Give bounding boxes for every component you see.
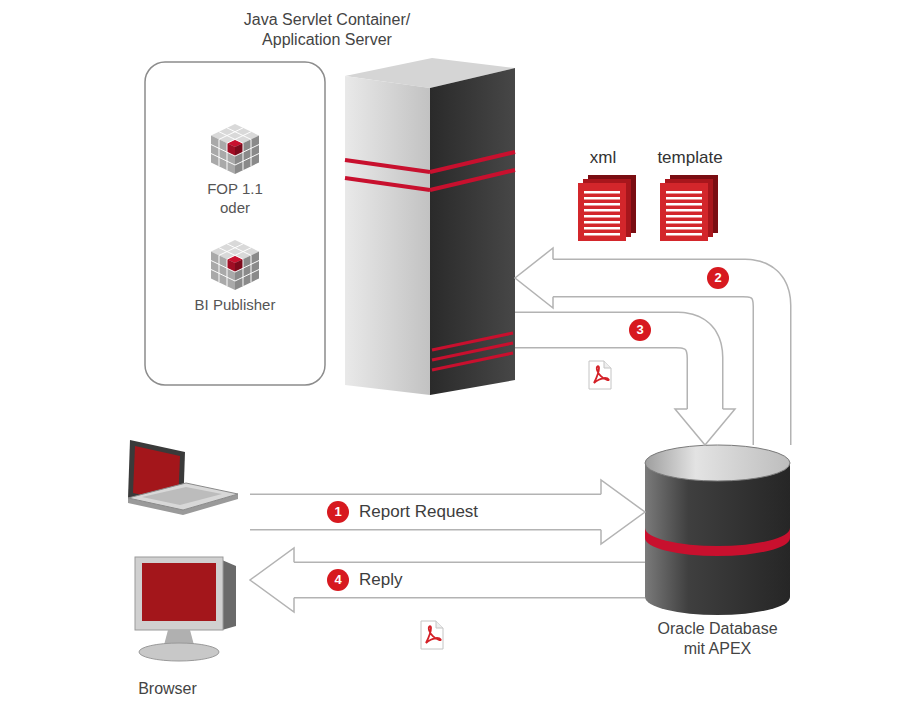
server-tower [345,152,515,190]
server-tower [432,333,513,350]
arrow-head [601,480,645,544]
monitor-icon [222,560,236,630]
flow-arrow [515,248,772,445]
laptop-icon [128,483,238,510]
server-tower [345,178,430,190]
database-cylinder [645,445,790,481]
arrow-body [552,278,772,445]
monitor-icon [139,643,219,661]
document-label: template [657,148,722,168]
flow-label: Report Request [356,502,481,522]
browser-clients: Browser [125,435,250,670]
callout-number: 3 [629,319,651,341]
engine-cube-icon [211,240,259,290]
arrow-outline [552,278,772,445]
server-tower [432,343,513,360]
application-server: Java Servlet Container/ Application Serv… [345,58,515,395]
document-icon [578,175,636,241]
server-tower [430,68,515,395]
arrow-head [675,409,735,445]
flow-arrow [250,480,645,544]
bi-publisher-engine: BI Publisher [170,238,300,323]
server-tower [430,170,515,190]
arrow-outline [293,562,645,599]
database-node: Oracle Database mit APEX [645,445,790,615]
monitor-icon [135,557,223,630]
laptop-icon [128,440,238,515]
callout-number: 2 [707,267,729,289]
arrow-outline [250,494,602,531]
engine-label: BI Publisher [175,296,295,315]
server-tower [430,152,515,172]
client-label: Browser [105,679,230,699]
database-label: Oracle Database mit APEX [651,619,785,659]
arrow-head [515,248,553,308]
server-tower [432,353,513,370]
server-heading: Java Servlet Container/ Application Serv… [222,10,432,50]
callout-number: 4 [327,569,349,591]
monitor-icon [135,557,236,661]
fop-engine: FOP 1.1 oder [180,122,290,224]
pdf-icon [589,361,611,389]
document-icon [660,175,718,241]
server-tower [432,333,513,370]
pdf-icon [421,621,443,649]
laptop-icon [142,487,222,505]
database-cylinder [645,463,790,615]
server-tower [345,76,430,395]
document-label: xml [590,148,616,168]
engine-cube-icon [211,124,259,174]
flow-label: Reply [356,570,405,590]
arrow-body [293,563,645,597]
arrow-body [250,495,602,529]
database-cylinder [645,528,790,556]
arrow-head [250,548,294,612]
flow-arrow [515,330,735,445]
arrow-outline [515,330,705,410]
container-frame [145,62,325,385]
engine-label: FOP 1.1 oder [202,180,268,218]
database-cylinder [645,445,790,615]
server-tower [345,58,515,395]
arrow-body [515,330,705,410]
monitor-icon [142,563,216,621]
callout-number: 1 [327,501,349,523]
server-tower [345,160,430,172]
flow-arrow [250,548,645,612]
